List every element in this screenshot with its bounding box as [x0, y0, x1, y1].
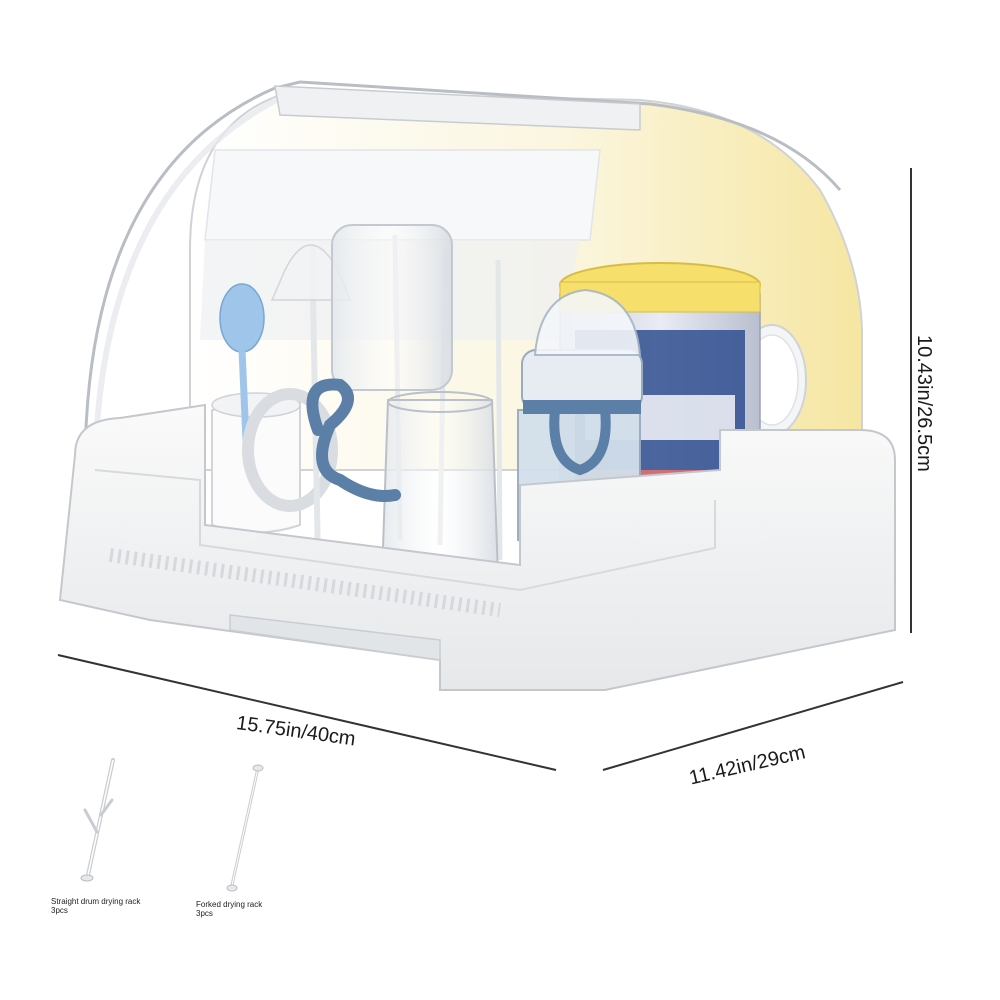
accessory-quantity: 3pcs — [196, 909, 213, 918]
blue-bottle-handle — [306, 378, 401, 502]
transparent-dome-lid — [83, 80, 842, 471]
width-dimension-line — [57, 654, 557, 771]
accessory-quantity: 3pcs — [51, 906, 68, 915]
drip-tray — [58, 403, 896, 691]
accessory-name: Forked drying rack — [196, 900, 263, 909]
glass-bottle-back — [331, 224, 453, 391]
straight-drum-drying-rack-image — [80, 758, 115, 882]
forked-drying-rack-image — [226, 764, 264, 892]
depth-dimension-line — [602, 681, 904, 771]
baby-spoon — [219, 283, 265, 444]
accessory-name: Straight drum drying rack — [51, 897, 141, 906]
bottle-ring — [242, 388, 338, 512]
height-dimension-label: 10.43in/26.5cm — [913, 335, 935, 472]
